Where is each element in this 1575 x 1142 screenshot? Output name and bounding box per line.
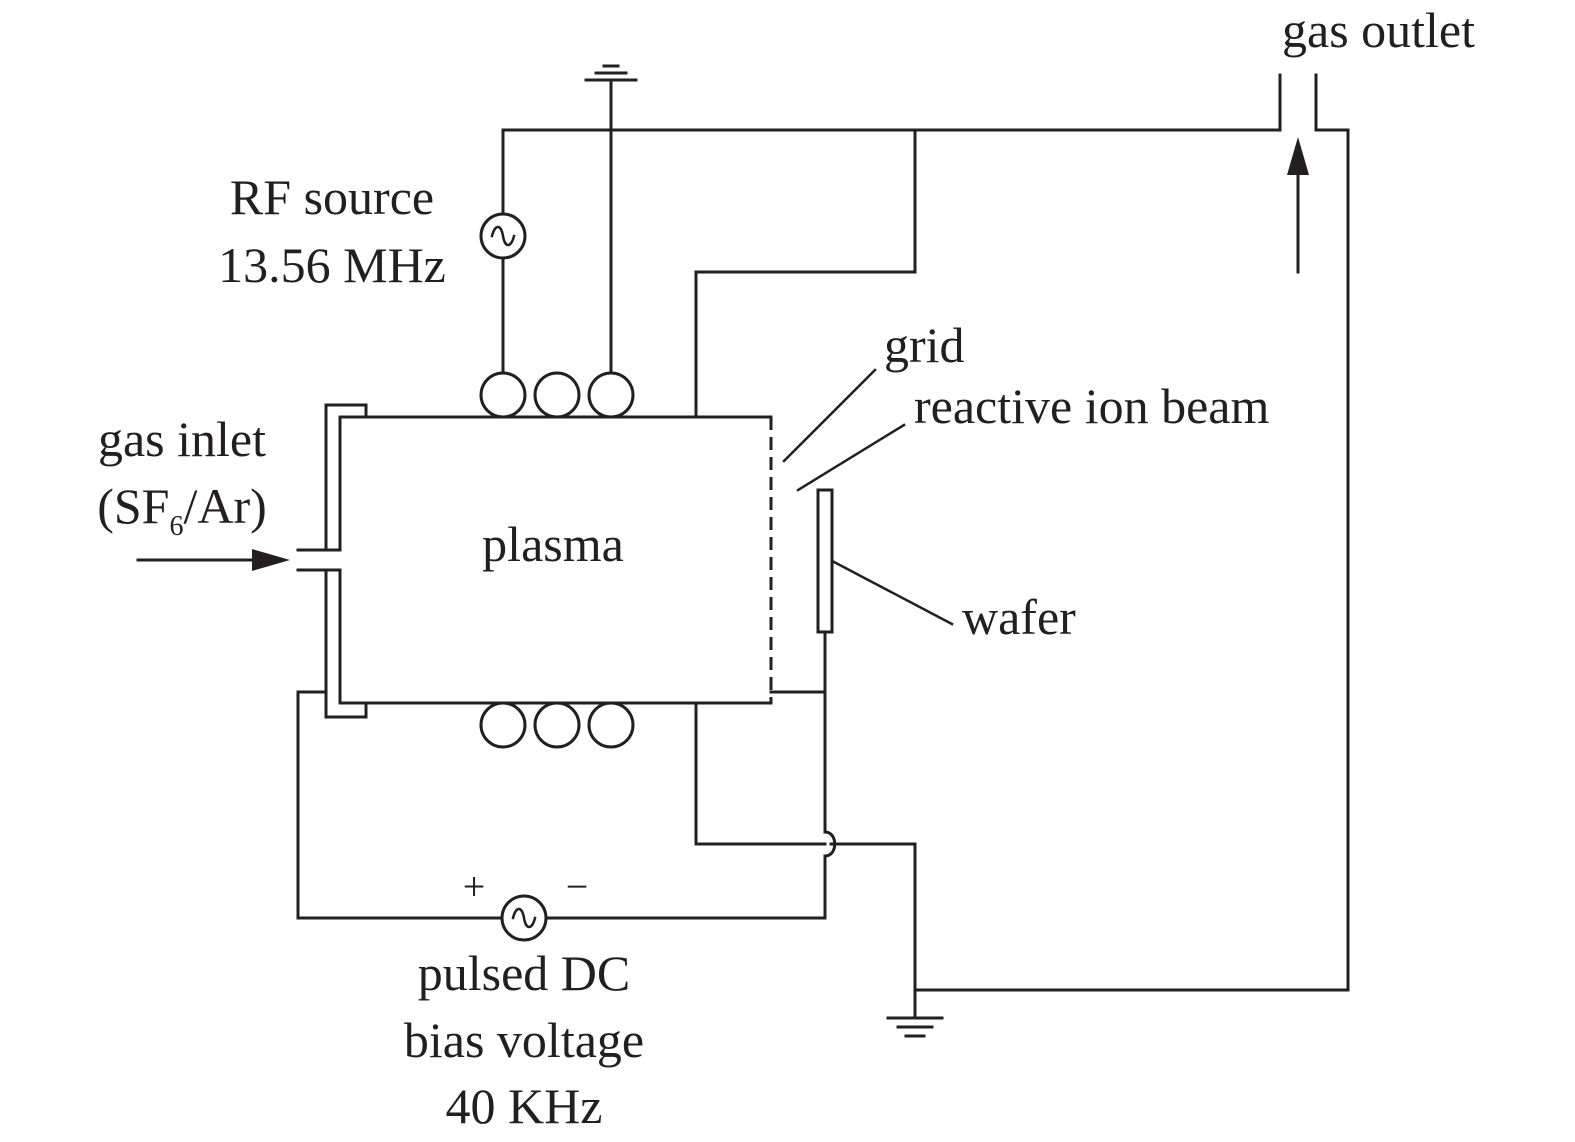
- bias-type-label: pulsed DC: [418, 945, 631, 1001]
- reactive-ion-beam-label: reactive ion beam: [914, 378, 1269, 434]
- gas-mixture-label: (SF6/Ar): [97, 478, 267, 542]
- gas-inlet-pipe: [296, 403, 368, 719]
- gas-outlet-arrow-icon: [1287, 137, 1309, 274]
- bias-frequency-label: 40 KHz: [446, 1078, 603, 1134]
- plasma-chamber: [338, 415, 773, 705]
- dc-bias-source-icon: [500, 894, 548, 942]
- rf-circuit-wires: [501, 78, 1282, 375]
- grid-label: grid: [884, 317, 965, 373]
- bias-voltage-label: bias voltage: [404, 1012, 644, 1068]
- minus-sign: −: [566, 864, 589, 909]
- gas-mixture-close: /Ar): [183, 478, 266, 534]
- wafer-holder: [816, 488, 837, 920]
- bottom-ground-icon: [886, 1016, 944, 1038]
- rf-frequency-label: 13.56 MHz: [218, 237, 446, 293]
- gas-outlet-label: gas outlet: [1282, 2, 1475, 58]
- plus-sign: +: [463, 864, 486, 909]
- bias-circuit-wires: [296, 690, 917, 1020]
- bottom-coil-icon: [479, 701, 635, 749]
- outlet-and-chamber-wires: [694, 73, 1350, 992]
- gas-mixture-subscript: 6: [169, 511, 183, 542]
- rf-source-icon: [479, 212, 527, 260]
- top-coil-icon: [479, 371, 635, 419]
- top-ground-icon: [584, 64, 638, 82]
- gas-mixture-open: (SF: [97, 478, 169, 534]
- wafer-label: wafer: [962, 589, 1076, 645]
- plasma-label: plasma: [482, 516, 624, 572]
- gas-inlet-arrow-icon: [136, 549, 290, 571]
- gas-inlet-label: gas inlet: [98, 411, 266, 467]
- rf-source-label: RF source: [230, 169, 434, 225]
- leader-lines: [782, 368, 954, 626]
